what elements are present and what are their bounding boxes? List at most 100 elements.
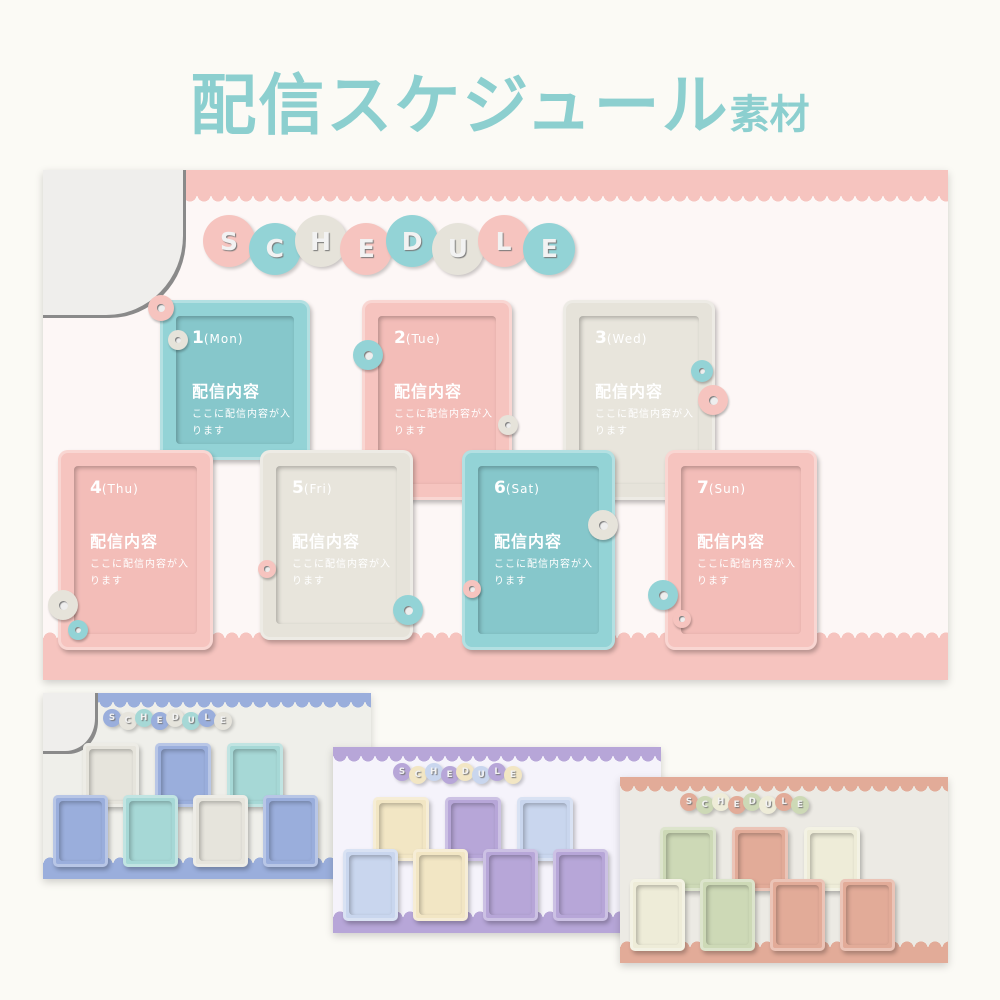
day-number: 1 xyxy=(192,328,204,348)
card-day: 5(Fri) xyxy=(292,478,333,498)
top-band xyxy=(43,693,371,709)
card-inner xyxy=(523,803,567,855)
schedule-letter: S xyxy=(393,763,411,781)
card-title: 配信内容 xyxy=(192,382,261,401)
card-inner xyxy=(776,885,819,945)
flower-icon xyxy=(68,620,88,640)
schedule-letter: E xyxy=(213,711,232,730)
bottom-band xyxy=(333,917,661,933)
schedule-letter: S xyxy=(103,709,121,727)
card-inner xyxy=(74,466,197,634)
schedule-letter: E xyxy=(503,765,522,784)
card-inner xyxy=(379,803,423,855)
card-inner xyxy=(681,466,801,634)
card-description: ここに配信内容が入ります xyxy=(494,559,593,587)
bottom-band xyxy=(43,863,371,879)
schedule-letter: L xyxy=(488,763,507,781)
cloud-decoration xyxy=(43,693,95,751)
card-title: 配信内容 xyxy=(595,382,664,401)
schedule-letter: D xyxy=(456,763,475,781)
day-name: (Fri) xyxy=(303,482,333,496)
flower-icon xyxy=(648,580,678,610)
mini-card xyxy=(123,795,178,867)
card-inner xyxy=(276,466,397,624)
card-day: 1(Mon) xyxy=(192,328,244,348)
card-inner xyxy=(636,885,679,945)
card-inner xyxy=(489,855,532,915)
top-band xyxy=(43,170,948,203)
card-inner xyxy=(706,885,749,945)
mini-card xyxy=(660,827,716,891)
day-number: 5 xyxy=(292,478,304,498)
schedule-letter: D xyxy=(386,215,439,267)
cloud-decoration xyxy=(43,170,183,315)
flower-icon xyxy=(48,590,78,620)
mini-card xyxy=(343,849,398,921)
card-inner xyxy=(559,855,602,915)
card-day: 2(Tue) xyxy=(394,328,441,348)
flower-icon xyxy=(588,510,618,540)
day-name: (Sun) xyxy=(708,482,747,496)
card-inner xyxy=(810,833,854,885)
day-number: 3 xyxy=(595,328,607,348)
card-inner xyxy=(419,855,462,915)
mini-card xyxy=(732,827,788,891)
schedule-letter: U xyxy=(182,711,201,730)
card-description: ここに配信内容が入ります xyxy=(90,559,189,587)
bottom-band xyxy=(620,947,948,963)
schedule-letter: H xyxy=(134,709,153,727)
flower-icon xyxy=(498,415,518,435)
card-description: ここに配信内容が入ります xyxy=(595,409,694,437)
title-main: 配信スケジュール xyxy=(190,67,730,144)
schedule-card-6: 6(Sat) 配信内容 ここに配信内容が入ります xyxy=(462,450,615,650)
page-title: 配信スケジュール素材 xyxy=(0,52,1000,148)
schedule-card-4: 4(Thu) 配信内容 ここに配信内容が入ります xyxy=(58,450,213,650)
schedule-letter: S xyxy=(203,215,255,267)
card-description: ここに配信内容が入ります xyxy=(394,409,493,437)
schedule-letter: L xyxy=(775,793,794,811)
mini-card xyxy=(193,795,248,867)
flower-icon xyxy=(148,295,174,321)
mini-card xyxy=(840,879,895,951)
card-description: ここに配信内容が入ります xyxy=(292,559,391,587)
schedule-letter: E xyxy=(440,765,459,784)
mini-card xyxy=(483,849,538,921)
card-inner xyxy=(233,749,277,801)
card-inner xyxy=(199,801,242,861)
mini-card xyxy=(53,795,108,867)
mini-card xyxy=(553,849,608,921)
card-title: 配信内容 xyxy=(697,532,766,551)
card-inner xyxy=(349,855,392,915)
schedule-card-1: 1(Mon) 配信内容 ここに配信内容が入ります xyxy=(160,300,310,460)
day-number: 2 xyxy=(394,328,406,348)
card-title: 配信内容 xyxy=(394,382,463,401)
card-inner xyxy=(478,466,599,634)
schedule-letter: L xyxy=(477,215,530,267)
mini-card xyxy=(263,795,318,867)
schedule-letter: D xyxy=(166,709,185,727)
flower-icon xyxy=(691,360,713,382)
schedule-letter: H xyxy=(711,793,730,811)
card-day: 6(Sat) xyxy=(494,478,540,498)
card-inner xyxy=(59,801,102,861)
schedule-letter: E xyxy=(340,222,393,275)
card-title: 配信内容 xyxy=(292,532,361,551)
card-day: 3(Wed) xyxy=(595,328,647,348)
mini-card xyxy=(630,879,685,951)
day-name: (Mon) xyxy=(203,332,244,346)
card-day: 4(Thu) xyxy=(90,478,139,498)
card-inner xyxy=(161,749,205,801)
flower-icon xyxy=(698,385,728,415)
schedule-letter: C xyxy=(118,711,137,730)
schedule-letter: D xyxy=(743,793,762,811)
top-band xyxy=(620,777,948,793)
schedule-letter: E xyxy=(727,795,746,814)
schedule-letter: C xyxy=(248,222,301,275)
card-inner xyxy=(129,801,172,861)
